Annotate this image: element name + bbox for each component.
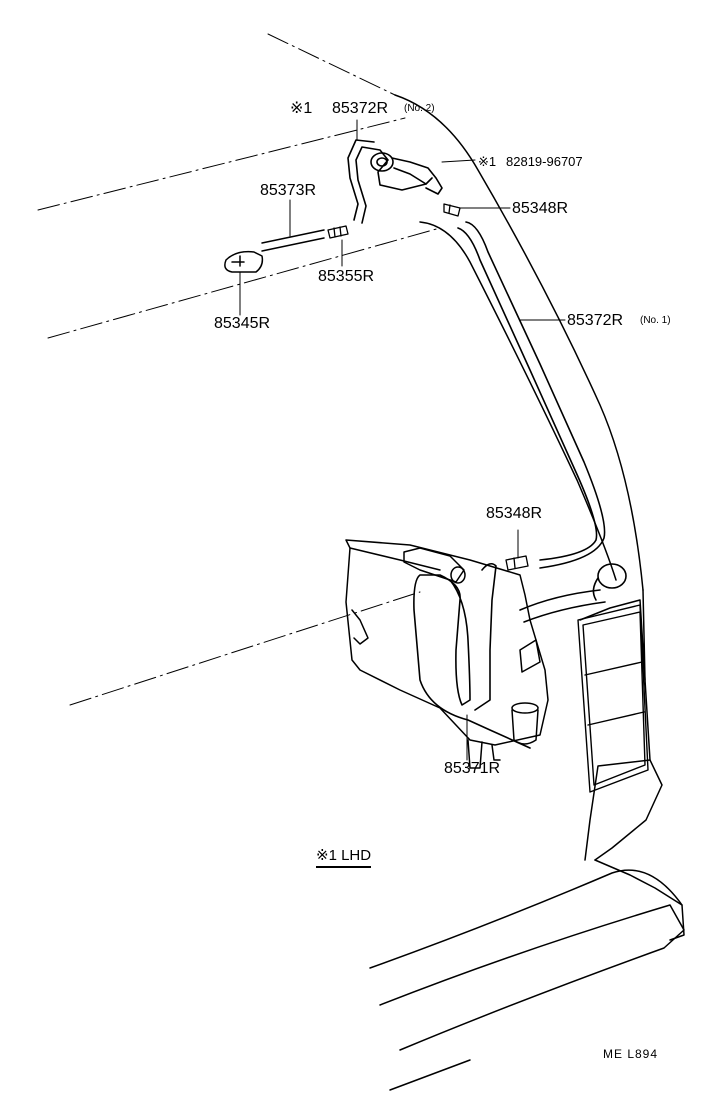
leader-lines (239, 119, 566, 761)
hose-85371r (413, 562, 531, 749)
mark-note-clamp: ※1 (478, 154, 497, 169)
washer-pipe (261, 229, 325, 252)
label-clamp-part: 82819-96707 (506, 154, 583, 169)
footnote: ※1 LHD (316, 847, 372, 868)
hose-grommet (370, 152, 443, 195)
label-hose-no1: 85372R (567, 312, 624, 329)
rear-body-outline (369, 94, 685, 1091)
hose-no1 (457, 221, 606, 569)
footnote-mark: ※1 (316, 847, 337, 864)
label-hose-no2-suffix: (No. 2) (404, 103, 435, 114)
reservoir-filler-neck (519, 563, 627, 623)
body-reference-lines (37, 33, 441, 706)
washer-reservoir (345, 539, 549, 769)
label-nozzle: 85345R (214, 315, 271, 332)
drawing-code: ME L894 (603, 1047, 659, 1061)
joint-lower-part (505, 555, 529, 571)
footnote-text: LHD (341, 847, 372, 864)
rear-combination-lamp (577, 604, 649, 793)
hose-no2 (347, 139, 433, 224)
joint-upper-part (443, 203, 461, 217)
label-hose-no1-suffix: (No. 1) (640, 315, 671, 326)
label-reservoir-hose: 85371R (444, 760, 501, 777)
mark-note-top: ※1 (290, 100, 313, 117)
washer-nozzle (224, 250, 264, 273)
label-pipe: 85373R (260, 182, 317, 199)
label-connector: 85355R (318, 268, 375, 285)
label-joint-lower: 85348R (486, 505, 543, 522)
pipe-connector (327, 225, 349, 239)
label-joint-upper: 85348R (512, 200, 569, 217)
reservoir-pump (403, 547, 539, 745)
label-hose-no2: 85372R (332, 100, 389, 117)
